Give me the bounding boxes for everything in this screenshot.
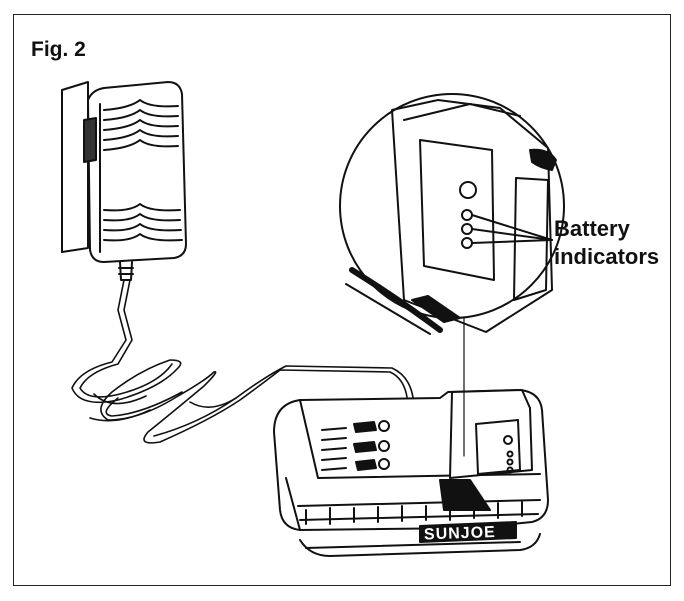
wall-adapter	[83, 81, 187, 281]
magnifier-detail	[339, 93, 565, 457]
figure-frame	[13, 14, 671, 586]
battery-charger	[273, 389, 549, 557]
callout-line-2: indicators	[554, 244, 660, 269]
power-cord	[71, 279, 415, 444]
battery-indicators-label: Battery indicators	[554, 215, 659, 271]
callout-line-1: Battery	[554, 216, 630, 241]
brand-logo: SUNJOE	[424, 524, 496, 543]
wall-outlet-plate	[61, 81, 89, 253]
callout-pointers	[471, 214, 553, 244]
figure-title: Fig. 2	[31, 38, 86, 61]
